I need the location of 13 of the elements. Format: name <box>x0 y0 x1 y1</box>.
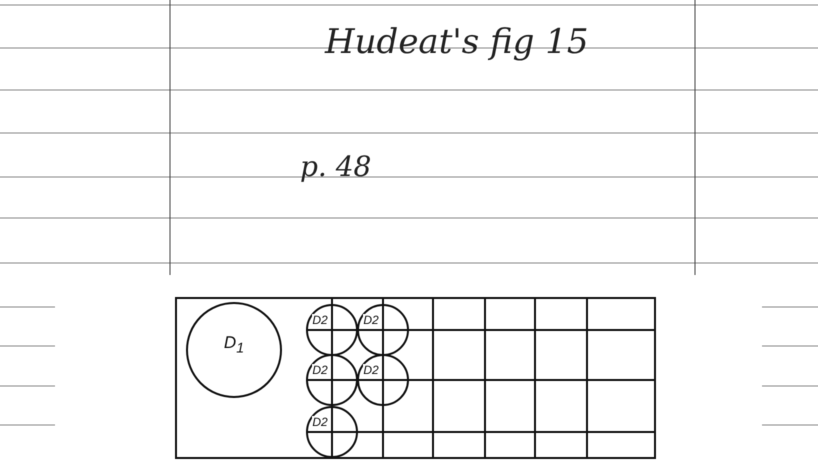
circle-outline <box>306 354 358 406</box>
circle-label: D2 <box>363 364 379 376</box>
circle-label: D2 <box>312 416 328 428</box>
circle-outline <box>357 304 409 356</box>
circle-outline <box>306 304 358 356</box>
circle-outline <box>186 302 282 398</box>
page-note: p. 48 <box>300 150 372 183</box>
circle-label: D2 <box>312 364 328 376</box>
handwritten-title: Hudeat's fig 15 <box>325 22 588 62</box>
circle-outline <box>306 406 358 458</box>
circle-label: D2 <box>312 314 328 326</box>
circle-outline <box>357 354 409 406</box>
circle-label: D2 <box>363 314 379 326</box>
